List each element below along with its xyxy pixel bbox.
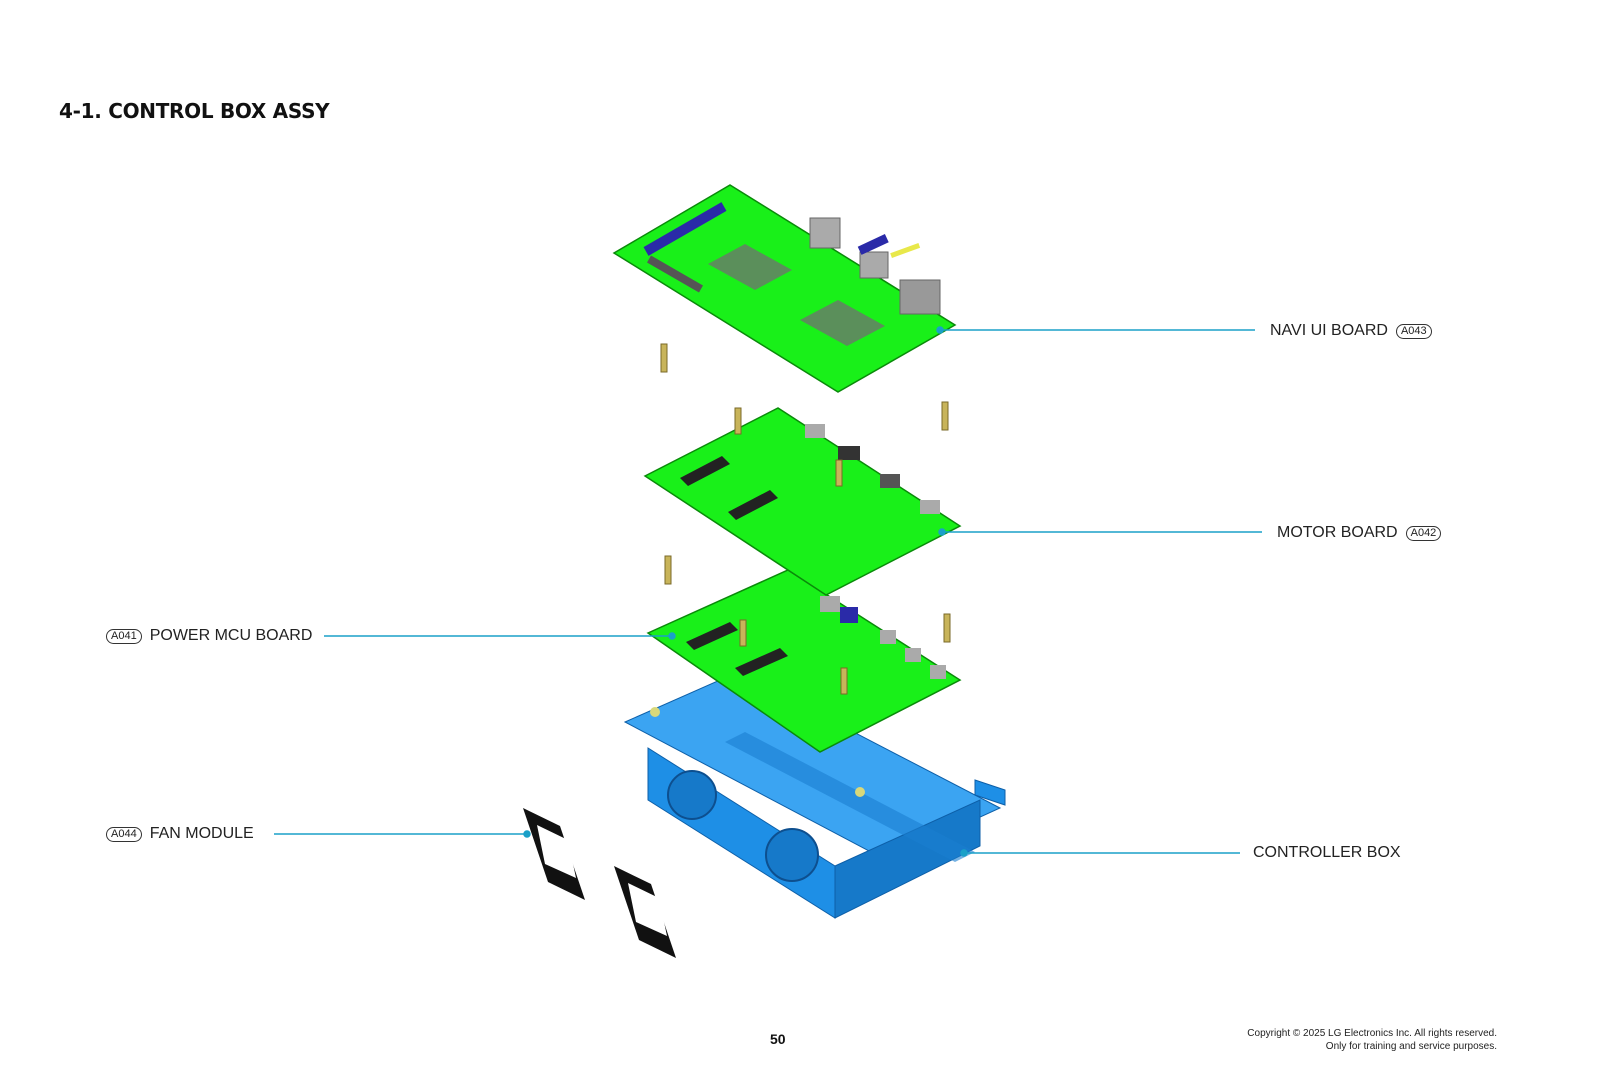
- motor-board-label: MOTOR BOARD: [1277, 524, 1398, 541]
- motor-board-callout: MOTOR BOARD A042: [1277, 524, 1449, 542]
- page-number: 50: [770, 1031, 786, 1047]
- copyright-line-2: Only for training and service purposes.: [1325, 1041, 1497, 1052]
- motor-board-illustration: [643, 407, 962, 596]
- leader-lines: [274, 326, 1262, 857]
- power-mcu-board-label: POWER MCU BOARD: [149, 627, 313, 644]
- motor-board-code: A042: [1405, 525, 1442, 541]
- fan-module-label: FAN MODULE: [149, 825, 254, 842]
- fan-module-callout: A044 FAN MODULE: [98, 825, 254, 843]
- controller-box-illustration: [623, 671, 1006, 919]
- copyright-notice: Copyright © 2025 LG Electronics Inc. All…: [1247, 1027, 1497, 1053]
- standoffs-illustration: [660, 343, 951, 695]
- copyright-line-1: Copyright © 2025 LG Electronics Inc. All…: [1247, 1028, 1497, 1039]
- controller-box-callout: CONTROLLER BOX: [1253, 844, 1401, 862]
- navi-ui-board-illustration: [612, 184, 957, 393]
- power-mcu-board-illustration: [646, 569, 962, 753]
- controller-box-label: CONTROLLER BOX: [1253, 844, 1401, 861]
- navi-ui-board-callout: NAVI UI BOARD A043: [1270, 322, 1440, 340]
- navi-ui-board-code: A043: [1395, 323, 1432, 339]
- fan-module-code: A044: [106, 826, 142, 842]
- section-title: 4-1. CONTROL BOX ASSY: [59, 99, 330, 123]
- power-mcu-board-callout: A041 POWER MCU BOARD: [98, 627, 312, 645]
- navi-ui-board-label: NAVI UI BOARD: [1270, 322, 1388, 339]
- power-mcu-board-code: A041: [106, 628, 142, 644]
- fan-module-illustration: [523, 808, 676, 958]
